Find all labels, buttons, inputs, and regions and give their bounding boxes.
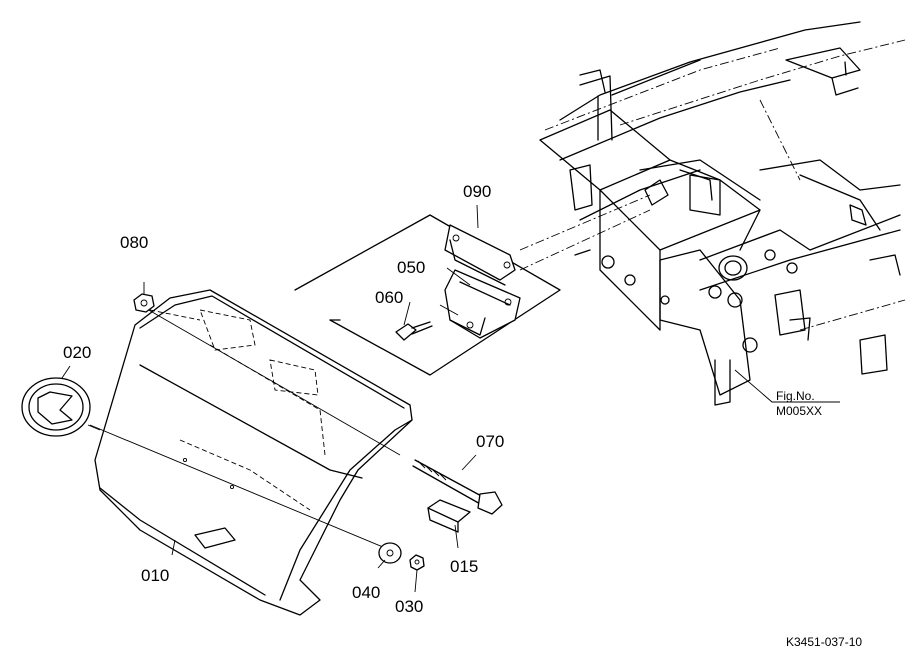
callout-050: 050 [397, 258, 425, 277]
callout-090: 090 [463, 182, 491, 201]
callout-030: 030 [395, 597, 423, 616]
drawing-code: K3451-037-10 [786, 635, 862, 649]
tractor-frame [519, 21, 906, 406]
nut-080 [133, 293, 201, 321]
washer-040 [378, 542, 402, 564]
callout-070: 070 [476, 432, 504, 451]
fig-ref-code: M005XX [776, 404, 822, 418]
nut-030 [409, 554, 425, 571]
emblem [21, 377, 101, 437]
part-callouts: 080 020 010 090 050 060 070 015 040 030 [63, 182, 504, 616]
figure-reference: Fig.No. M005XX [776, 389, 822, 418]
fig-ref-label: Fig.No. [776, 389, 815, 403]
callout-060: 060 [375, 288, 403, 307]
callout-010: 010 [141, 566, 169, 585]
callout-080: 080 [120, 233, 148, 252]
front-cover [89, 289, 413, 616]
clip-015 [427, 499, 471, 533]
bracket-assembly [294, 209, 651, 376]
bolt-070 [412, 459, 503, 515]
callout-020: 020 [63, 343, 91, 362]
leader-lines [61, 204, 479, 593]
callout-015: 015 [450, 557, 478, 576]
callout-040: 040 [352, 583, 380, 602]
